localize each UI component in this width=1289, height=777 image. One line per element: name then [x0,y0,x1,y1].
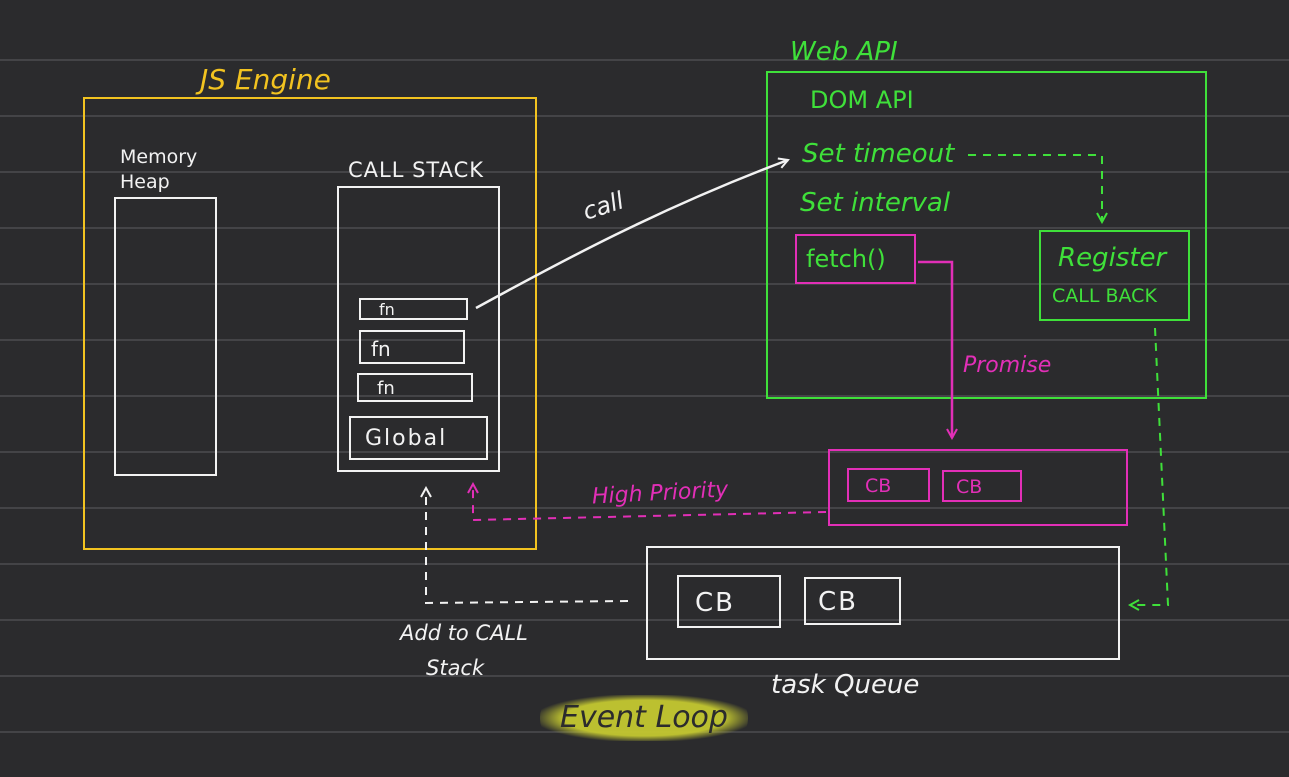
task-queue-title: task Queue [771,670,920,700]
call-stack-label: CALL STACK [348,158,485,182]
microtask-queue-box [828,449,1128,526]
register-label: Register [1058,243,1167,273]
add-to-stack-label-1: Add to CALL [400,621,528,645]
task-cb-1: CB [677,575,781,628]
stack-frame-fn-2: fn [359,330,465,364]
promise-arrow [918,260,952,438]
fetch-label: fetch() [806,245,886,273]
high-priority-arrow [473,484,827,522]
web-api-box [766,71,1207,399]
stack-frame-fn-1: fn [359,298,468,320]
js-engine-title: JS Engine [200,63,331,96]
call-stack-box [337,186,500,472]
dom-api-label: DOM API [810,86,914,114]
add-to-stack-arrow [426,488,629,605]
stack-frame-global: Global [349,416,488,460]
timeout-to-register-arrow [968,154,1102,222]
fetch-box [795,234,916,284]
microtask-cb-2: CB [942,470,1022,502]
task-queue-box [646,546,1120,660]
set-interval-label: Set interval [800,188,951,218]
set-timeout-label: Set timeout [802,139,955,169]
web-api-title: Web API [790,37,898,67]
register-to-task-queue-arrow [1130,327,1170,605]
promise-label: Promise [963,353,1052,378]
task-cb-2: CB [804,577,901,625]
register-callback-box [1039,230,1190,321]
event-loop-label: Event Loop [540,695,748,741]
stack-frame-fn-3: fn [357,373,473,402]
callback-label: CALL BACK [1052,285,1157,307]
js-engine-box [83,97,537,550]
call-arrow [475,160,788,310]
memory-heap-label: Memory Heap [120,146,198,193]
memory-heap-box [114,197,217,476]
microtask-cb-1: CB [847,468,930,502]
add-to-stack-label-2: Stack [426,656,485,680]
